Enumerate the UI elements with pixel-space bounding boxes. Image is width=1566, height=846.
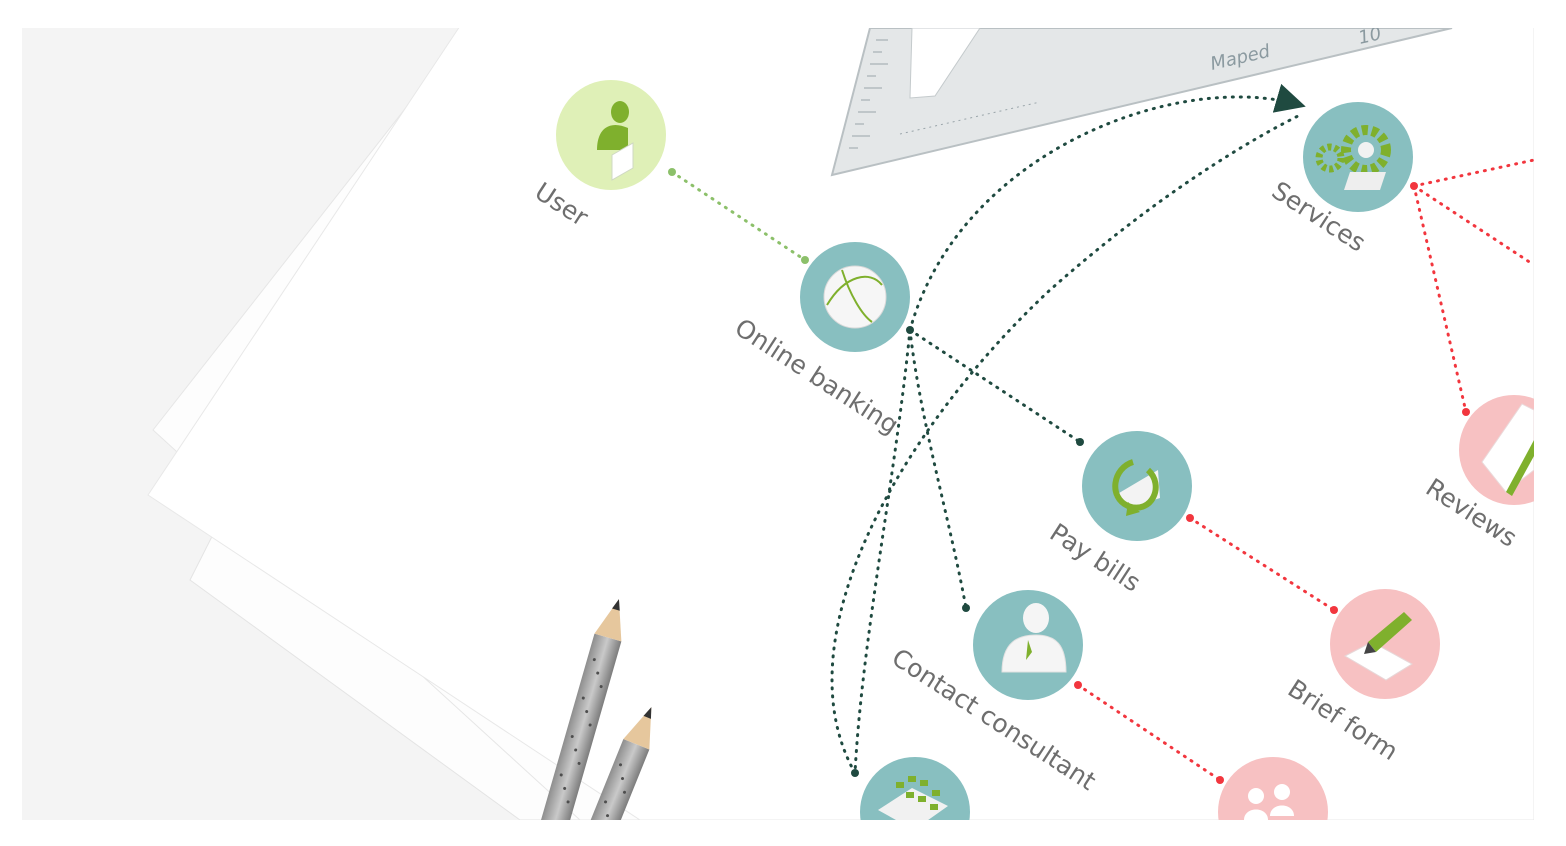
team-icon bbox=[1244, 784, 1294, 820]
link-online-contact bbox=[908, 328, 968, 610]
calculator-icon bbox=[878, 776, 948, 830]
user-icon bbox=[597, 101, 634, 181]
link-online-services-arrow bbox=[908, 83, 1306, 332]
link-services-offscreen-2 bbox=[1412, 184, 1536, 267]
pencil-form-icon bbox=[1343, 612, 1413, 681]
link-services-reviews bbox=[1412, 184, 1468, 414]
refresh-icon bbox=[1112, 459, 1160, 516]
connections bbox=[668, 83, 1536, 784]
pencil-left bbox=[539, 599, 622, 834]
paper-stack bbox=[147, 25, 1535, 821]
link-user-online bbox=[670, 170, 807, 262]
link-calc-services bbox=[830, 113, 1302, 775]
consultant-icon bbox=[1001, 603, 1067, 673]
globe-icon bbox=[823, 265, 887, 329]
gears-icon bbox=[1315, 125, 1391, 190]
link-online-paybills bbox=[908, 328, 1082, 444]
